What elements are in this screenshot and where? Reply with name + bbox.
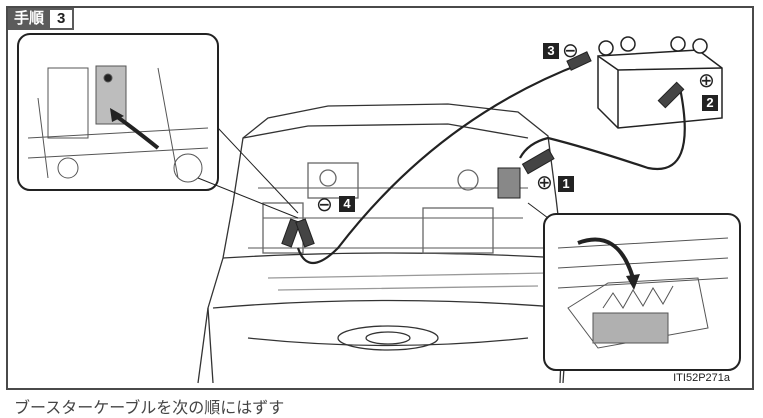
- jump-start-illustration: [17, 33, 741, 384]
- minus-sign-3: ⊖: [562, 38, 579, 62]
- booster-cables: [296, 61, 686, 265]
- plus-sign-1: ⊕: [536, 170, 553, 194]
- plus-sign-2: ⊕: [698, 68, 715, 92]
- figure-id: ITI52P271a: [673, 372, 730, 384]
- minus-sign-4: ⊖: [316, 192, 333, 216]
- instruction-text: ブースターケーブルを次の順にはずす: [14, 398, 285, 417]
- cable-clamps: [281, 51, 685, 248]
- callout-4: 4: [339, 196, 355, 212]
- booster-battery: [597, 36, 723, 129]
- step-tag: 手順 3: [8, 8, 75, 30]
- callout-3: 3: [543, 43, 559, 59]
- car-illustration: [197, 103, 569, 384]
- inset-bottom-right: [527, 202, 741, 371]
- figure-frame: 手順 3: [6, 6, 754, 390]
- callout-2: 2: [702, 95, 718, 111]
- inset-top-left: [17, 33, 299, 219]
- callout-1: 1: [558, 176, 574, 192]
- step-label: 手順: [8, 8, 51, 30]
- step-number: 3: [50, 8, 75, 30]
